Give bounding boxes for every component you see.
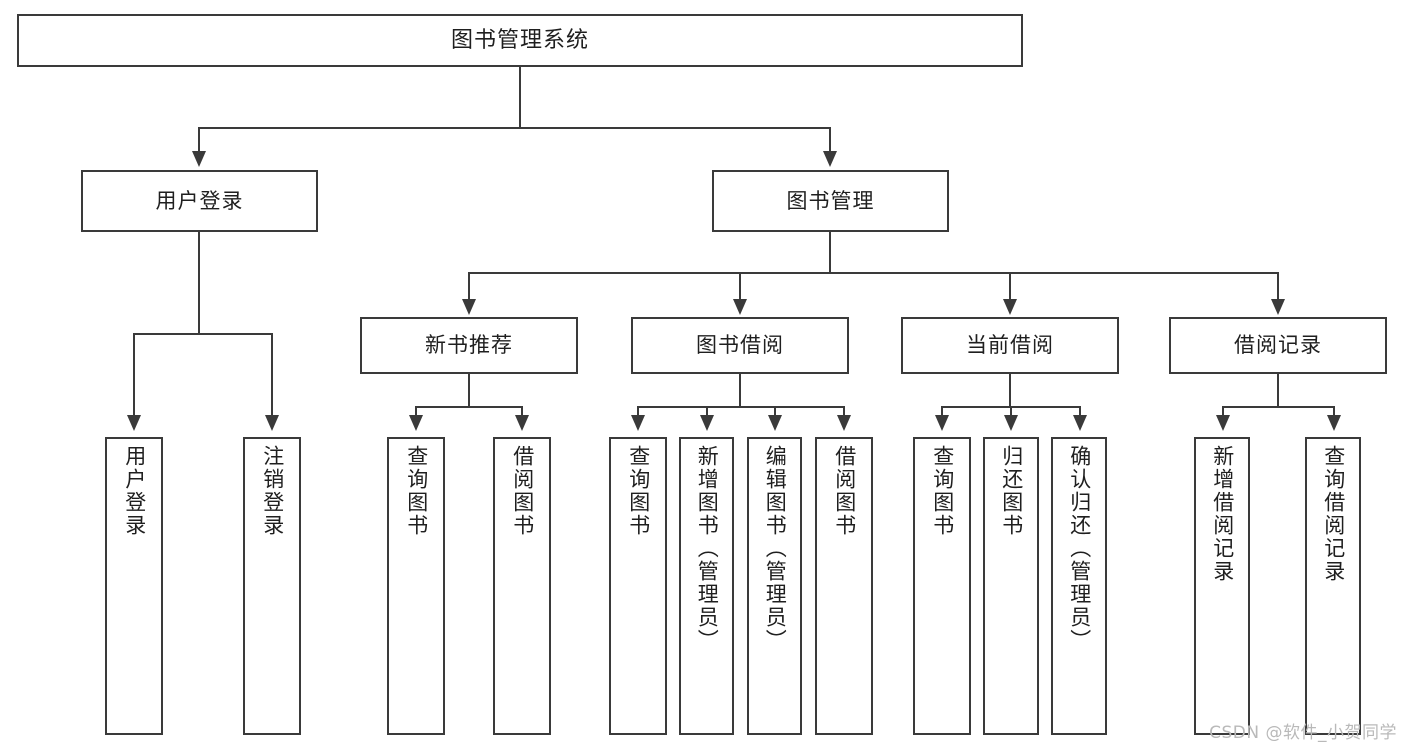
node-new-book-recommend[interactable]: 新书推荐 — [360, 317, 578, 374]
leaf-query-book-recommend[interactable]: 查询图书 — [387, 437, 445, 735]
edge-root-stem — [519, 67, 521, 128]
edge-record-stem — [1277, 374, 1279, 407]
node-label: 查询图书 — [626, 445, 651, 537]
node-label: 查询图书 — [404, 445, 429, 537]
edge-login-bar — [133, 333, 272, 335]
arrow-borrow-to-leaf3 — [768, 415, 782, 431]
node-root-system[interactable]: 图书管理系统 — [17, 14, 1023, 67]
arrow-record-to-leaf2 — [1327, 415, 1341, 431]
edge-root-to-login — [198, 127, 200, 153]
edge-record-bar — [1222, 406, 1334, 408]
node-book-management[interactable]: 图书管理 — [712, 170, 949, 232]
edge-bookmgmt-to-newbook — [468, 272, 470, 301]
leaf-borrow-book-recommend[interactable]: 借阅图书 — [493, 437, 551, 735]
edge-bookmgmt-bar — [468, 272, 1278, 274]
leaf-confirm-return-admin[interactable]: 确认归还（管理员） — [1051, 437, 1107, 735]
node-label: 当前借阅 — [966, 333, 1054, 358]
leaf-query-borrow-record[interactable]: 查询借阅记录 — [1305, 437, 1361, 735]
edge-current-to-leaf1 — [941, 406, 943, 417]
edge-login-to-leaf2 — [271, 333, 273, 417]
edge-root-to-bookmgmt — [829, 127, 831, 153]
edge-borrow-stem — [739, 374, 741, 407]
edge-bookmgmt-to-record — [1277, 272, 1279, 301]
csdn-watermark: CSDN @软件_小贺同学 — [1209, 723, 1397, 743]
node-label: 新增借阅记录 — [1210, 445, 1235, 583]
node-book-borrow[interactable]: 图书借阅 — [631, 317, 849, 374]
edge-borrow-to-leaf1 — [637, 406, 639, 417]
edge-borrow-to-leaf3 — [774, 406, 776, 417]
arrow-root-to-login — [192, 151, 206, 167]
node-borrow-record[interactable]: 借阅记录 — [1169, 317, 1387, 374]
edge-current-to-leaf2 — [1010, 406, 1012, 417]
arrow-borrow-to-leaf4 — [837, 415, 851, 431]
arrow-current-to-leaf3 — [1073, 415, 1087, 431]
leaf-edit-book-admin[interactable]: 编辑图书（管理员） — [747, 437, 802, 735]
edge-current-stem — [1009, 374, 1011, 407]
node-label: 用户登录 — [155, 188, 244, 213]
arrow-current-to-leaf1 — [935, 415, 949, 431]
edge-record-to-leaf1 — [1222, 406, 1224, 417]
edge-bookmgmt-to-current — [1009, 272, 1011, 301]
arrow-bookmgmt-to-record — [1271, 299, 1285, 315]
arrow-borrow-to-leaf1 — [631, 415, 645, 431]
edge-bookmgmt-to-borrow — [739, 272, 741, 301]
node-label: 确认归还（管理员） — [1067, 445, 1092, 652]
node-label: 查询借阅记录 — [1321, 445, 1346, 583]
edge-borrow-to-leaf2 — [706, 406, 708, 417]
leaf-logout[interactable]: 注销登录 — [243, 437, 301, 735]
edge-newbook-to-leaf2 — [521, 406, 523, 417]
edge-newbook-bar — [415, 406, 522, 408]
leaf-user-login[interactable]: 用户登录 — [105, 437, 163, 735]
edge-login-to-leaf1 — [133, 333, 135, 417]
edge-borrow-bar — [637, 406, 845, 408]
edge-root-bar — [198, 127, 831, 129]
edge-newbook-to-leaf1 — [415, 406, 417, 417]
leaf-add-book-admin[interactable]: 新增图书（管理员） — [679, 437, 734, 735]
leaf-return-book[interactable]: 归还图书 — [983, 437, 1039, 735]
node-label: 图书借阅 — [696, 333, 784, 358]
edge-current-to-leaf3 — [1079, 406, 1081, 417]
node-label: 图书管理 — [786, 188, 875, 213]
arrow-bookmgmt-to-borrow — [733, 299, 747, 315]
node-label: 借阅图书 — [510, 445, 535, 537]
arrow-login-to-leaf1 — [127, 415, 141, 431]
leaf-query-book-borrow[interactable]: 查询图书 — [609, 437, 667, 735]
edge-borrow-to-leaf4 — [843, 406, 845, 417]
arrow-record-to-leaf1 — [1216, 415, 1230, 431]
edge-login-stem — [198, 232, 200, 334]
edge-newbook-stem — [468, 374, 470, 407]
node-label: 图书管理系统 — [450, 27, 589, 53]
leaf-add-borrow-record[interactable]: 新增借阅记录 — [1194, 437, 1250, 735]
node-label: 用户登录 — [122, 445, 147, 537]
leaf-borrow-book[interactable]: 借阅图书 — [815, 437, 873, 735]
node-label: 新书推荐 — [425, 333, 513, 358]
node-user-login[interactable]: 用户登录 — [81, 170, 318, 232]
node-label: 编辑图书（管理员） — [763, 445, 788, 652]
node-label: 注销登录 — [260, 445, 285, 537]
arrow-login-to-leaf2 — [265, 415, 279, 431]
node-label: 新增图书（管理员） — [695, 445, 720, 652]
arrow-bookmgmt-to-current — [1003, 299, 1017, 315]
node-label: 归还图书 — [999, 445, 1024, 537]
node-label: 借阅记录 — [1234, 333, 1322, 358]
node-label: 查询图书 — [930, 445, 955, 537]
arrow-borrow-to-leaf2 — [700, 415, 714, 431]
arrow-newbook-to-leaf2 — [515, 415, 529, 431]
arrow-root-to-bookmgmt — [823, 151, 837, 167]
leaf-query-book-current[interactable]: 查询图书 — [913, 437, 971, 735]
edge-bookmgmt-stem — [829, 232, 831, 274]
arrow-bookmgmt-to-newbook — [462, 299, 476, 315]
node-current-borrow[interactable]: 当前借阅 — [901, 317, 1119, 374]
node-label: 借阅图书 — [832, 445, 857, 537]
arrow-current-to-leaf2 — [1004, 415, 1018, 431]
arrow-newbook-to-leaf1 — [409, 415, 423, 431]
edge-record-to-leaf2 — [1333, 406, 1335, 417]
